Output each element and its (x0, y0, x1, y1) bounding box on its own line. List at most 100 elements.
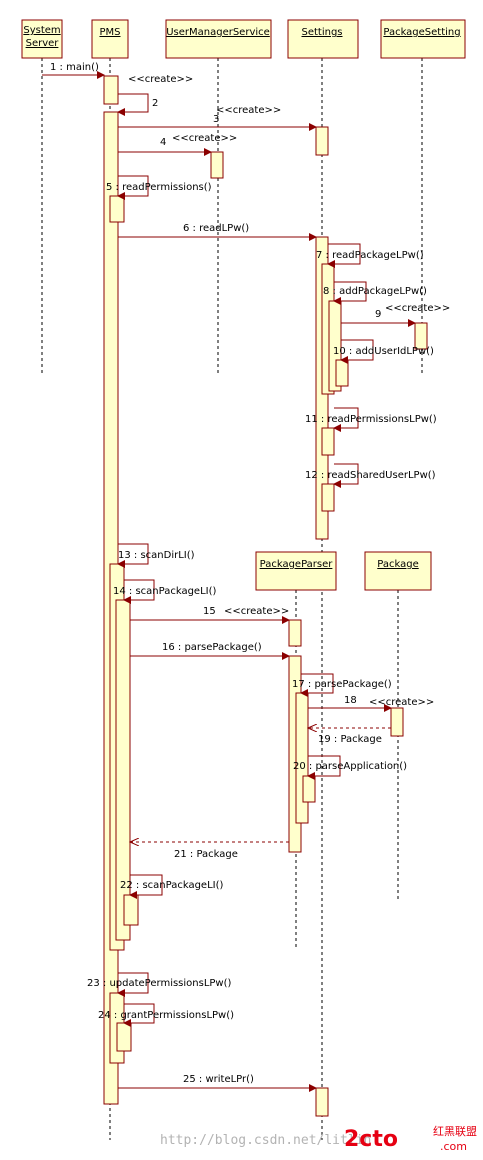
message-label-8: 8 : addPackageLPw() (323, 286, 427, 297)
message-label-7: 7 : readPackageLPw() (316, 250, 424, 261)
message-stereotype-4: <<create>> (172, 133, 237, 144)
lifeline-head-ums (165, 19, 272, 59)
message-label-21: 21 : Package (174, 849, 238, 860)
message-9: 9 <<create>> (341, 303, 450, 327)
message-stereotype-3: <<create>> (216, 105, 281, 116)
watermark-logo-text: 2cto (344, 1127, 398, 1152)
message-4: 4 <<create>> (118, 133, 237, 156)
message-label-2: 2 (152, 98, 158, 109)
message-label-23: 23 : updatePermissionsLPw() (87, 978, 232, 989)
activation-bar-pms (123, 894, 139, 926)
message-arrow-14 (123, 579, 155, 604)
message-24: 24 : grantPermissionsLPw() (98, 1003, 234, 1027)
message-23: 23 : updatePermissionsLPw() (87, 972, 232, 997)
activation-bar-settings (315, 1087, 329, 1117)
message-17: 17 : parsePackage() (292, 673, 392, 697)
watermark-url: http://blog.csdn.net/litlin (160, 1133, 371, 1148)
message-label-12: 12 : readSharedUserLPw() (305, 470, 436, 481)
message-label-3: 3 (213, 114, 219, 125)
lifeline-label-pms: PMS (99, 27, 120, 38)
message-label-10: 10 : addUserIdLPw() (333, 346, 434, 357)
message-stereotype-18: <<create>> (369, 697, 434, 708)
message-label-13: 13 : scanDirLI() (118, 550, 195, 561)
lifeline-head-package (364, 551, 432, 591)
message-arrow-17 (300, 673, 334, 697)
activation-bar-settings (321, 427, 335, 456)
message-label-16: 16 : parsePackage() (162, 642, 262, 653)
message-arrow-10 (340, 339, 374, 364)
message-label-19: 19 : Package (318, 734, 382, 745)
activation-bar-settings (321, 483, 335, 512)
message-2: 2 <<create>> (117, 74, 193, 116)
activation-bar-pms (103, 75, 119, 105)
message-21: 21 : Package (130, 842, 289, 860)
watermark-logo-domain: .com (440, 1140, 467, 1153)
message-16: 16 : parsePackage() (130, 642, 290, 660)
message-label-5: 5 : readPermissions() (106, 182, 212, 193)
message-12: 12 : readSharedUserLPw() (305, 463, 436, 488)
lifeline-label-pkgsetting: PackageSetting (383, 27, 460, 38)
message-6: 6 : readLPw() (118, 223, 317, 241)
lifeline-head-pms (91, 19, 129, 59)
message-arrow-13 (117, 543, 149, 568)
message-11: 11 : readPermissionsLPw() (305, 407, 437, 432)
activation-bar-parser (295, 692, 309, 824)
message-label-6: 6 : readLPw() (183, 223, 249, 234)
message-arrow-20 (307, 755, 341, 780)
message-label-15: 15 (203, 606, 216, 617)
message-stereotype-9: <<create>> (385, 303, 450, 314)
activation-bar-settings (315, 126, 329, 156)
activation-bar-parser (288, 619, 302, 647)
lifeline-label-ums: UserManagerService (166, 27, 270, 38)
message-arrow-12 (333, 463, 359, 488)
activation-bar-settings (335, 359, 349, 387)
message-arrow-7 (327, 243, 361, 268)
message-8: 8 : addPackageLPw() (323, 281, 427, 305)
message-label-1: 1 : main() (50, 62, 99, 73)
message-label-4: 4 (160, 137, 166, 148)
message-label-22: 22 : scanPackageLI() (120, 880, 223, 891)
lifeline-head-parser (255, 551, 337, 591)
message-label-25: 25 : writeLPr() (183, 1074, 254, 1085)
message-13: 13 : scanDirLI() (117, 543, 195, 568)
lifeline-package: Package (364, 551, 432, 900)
lifeline-pkgsetting: PackageSetting (380, 19, 466, 375)
lifeline-label-package: Package (377, 559, 418, 570)
message-10: 10 : addUserIdLPw() (333, 339, 434, 364)
message-arrow-24 (123, 1003, 155, 1027)
message-label-18: 18 (344, 695, 357, 706)
message-arrow-8 (333, 281, 367, 305)
message-arrow-5 (117, 175, 149, 200)
message-22: 22 : scanPackageLI() (120, 874, 223, 899)
message-label-14: 14 : scanPackageLI() (113, 586, 216, 597)
activation-bar-pms (116, 1022, 132, 1052)
message-label-17: 17 : parsePackage() (292, 679, 392, 690)
activation-bar-ums (210, 151, 224, 179)
lifeline-label-settings: Settings (301, 27, 342, 38)
message-25: 25 : writeLPr() (118, 1074, 317, 1092)
message-3: 3<<create>> (118, 105, 317, 131)
message-7: 7 : readPackageLPw() (316, 243, 424, 268)
message-19: 19 : Package (308, 728, 391, 745)
message-arrow-23 (117, 972, 149, 997)
activation-bar-package (390, 707, 404, 737)
activation-bar-parser (302, 775, 316, 803)
message-label-11: 11 : readPermissionsLPw() (305, 414, 437, 425)
lifeline-head-settings (287, 19, 359, 59)
message-1: 1 : main() (42, 62, 105, 79)
message-15: 15<<create>> (130, 606, 290, 624)
message-14: 14 : scanPackageLI() (113, 579, 216, 604)
message-label-9: 9 (375, 309, 381, 320)
message-5: 5 : readPermissions() (106, 175, 212, 200)
activation-bar-pkgsetting (414, 322, 428, 350)
lifeline-head-sys (21, 19, 63, 59)
activation-bar-pms (109, 195, 125, 223)
message-label-20: 20 : parseApplication() (293, 761, 407, 772)
lifeline-label-sys: System (23, 25, 60, 36)
message-18: 18 <<create>> (308, 695, 434, 712)
message-stereotype-2: <<create>> (128, 74, 193, 85)
lifeline-ums: UserManagerService (165, 19, 272, 375)
